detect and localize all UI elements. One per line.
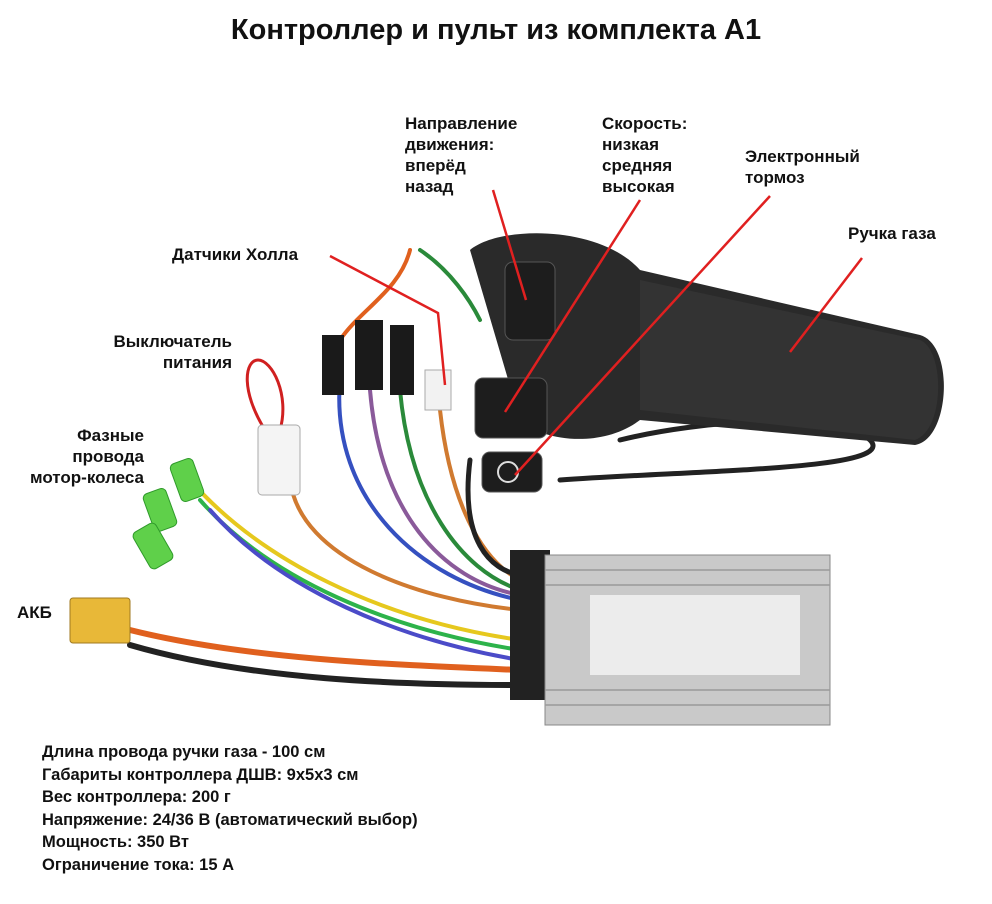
spec-list: Длина провода ручки газа - 100 см Габари…	[42, 741, 418, 877]
grip-handle	[640, 280, 939, 440]
hall-connector	[390, 325, 414, 395]
controller-label-area	[590, 595, 800, 675]
spec-item: Габариты контроллера ДШВ: 9x5x3 см	[42, 765, 359, 784]
power-switch-connector	[257, 424, 301, 496]
speed-switch	[474, 377, 548, 439]
wires	[127, 248, 876, 688]
page-title: Контроллер и пульт из комплекта А1	[230, 14, 762, 46]
wire-throttle-cable	[465, 457, 523, 578]
throttle-pointer	[789, 257, 863, 353]
label-brake: Электронный тормоз	[745, 147, 860, 187]
brake-button	[481, 451, 543, 493]
direction-pointer	[491, 189, 528, 301]
spec-item: Ограничение тока: 15 А	[42, 855, 235, 874]
wire-purple	[368, 388, 522, 597]
annotation-lines	[329, 189, 863, 476]
hall-connector-white	[424, 369, 452, 411]
controller-fins	[545, 569, 830, 706]
label-direction: Направление движения: вперёд назад	[405, 114, 518, 196]
wire-battery-black	[127, 642, 523, 688]
label-hall-sensors: Датчики Холла	[172, 245, 299, 264]
wire-yellow	[188, 478, 522, 642]
hall-connector	[355, 320, 383, 390]
direction-switch	[504, 261, 556, 341]
hall-pointer	[329, 254, 447, 386]
battery-connector-xt60	[69, 597, 131, 644]
label-speed: Скорость: низкая средняя высокая	[602, 114, 688, 196]
label-battery: АКБ	[17, 603, 52, 622]
wire-top-green	[418, 248, 482, 322]
wire-hall-green	[398, 388, 522, 592]
wire-battery-red	[127, 627, 523, 673]
spec-item: Мощность: 350 Вт	[42, 833, 189, 852]
controller-end-cap	[510, 550, 550, 700]
spec-item: Напряжение: 24/36 В (автоматический выбо…	[42, 810, 418, 829]
label-phase-wires: Фазные провода мотор-колеса	[29, 426, 144, 487]
hall-connector	[322, 335, 344, 395]
spec-item: Длина провода ручки газа - 100 см	[42, 743, 326, 761]
power-switch-loop	[245, 358, 285, 431]
wire-top-orange	[338, 248, 412, 342]
speed-pointer	[503, 199, 642, 413]
spec-item: Вес контроллера: 200 г	[42, 788, 231, 807]
label-power-switch: Выключатель питания	[113, 332, 232, 372]
brake-pointer	[514, 195, 771, 476]
label-throttle: Ручка газа	[848, 224, 936, 243]
phase-connectors	[132, 458, 205, 570]
wire-orange	[288, 478, 522, 612]
wire-hall-blue	[337, 378, 522, 602]
wire-blue	[208, 508, 522, 662]
